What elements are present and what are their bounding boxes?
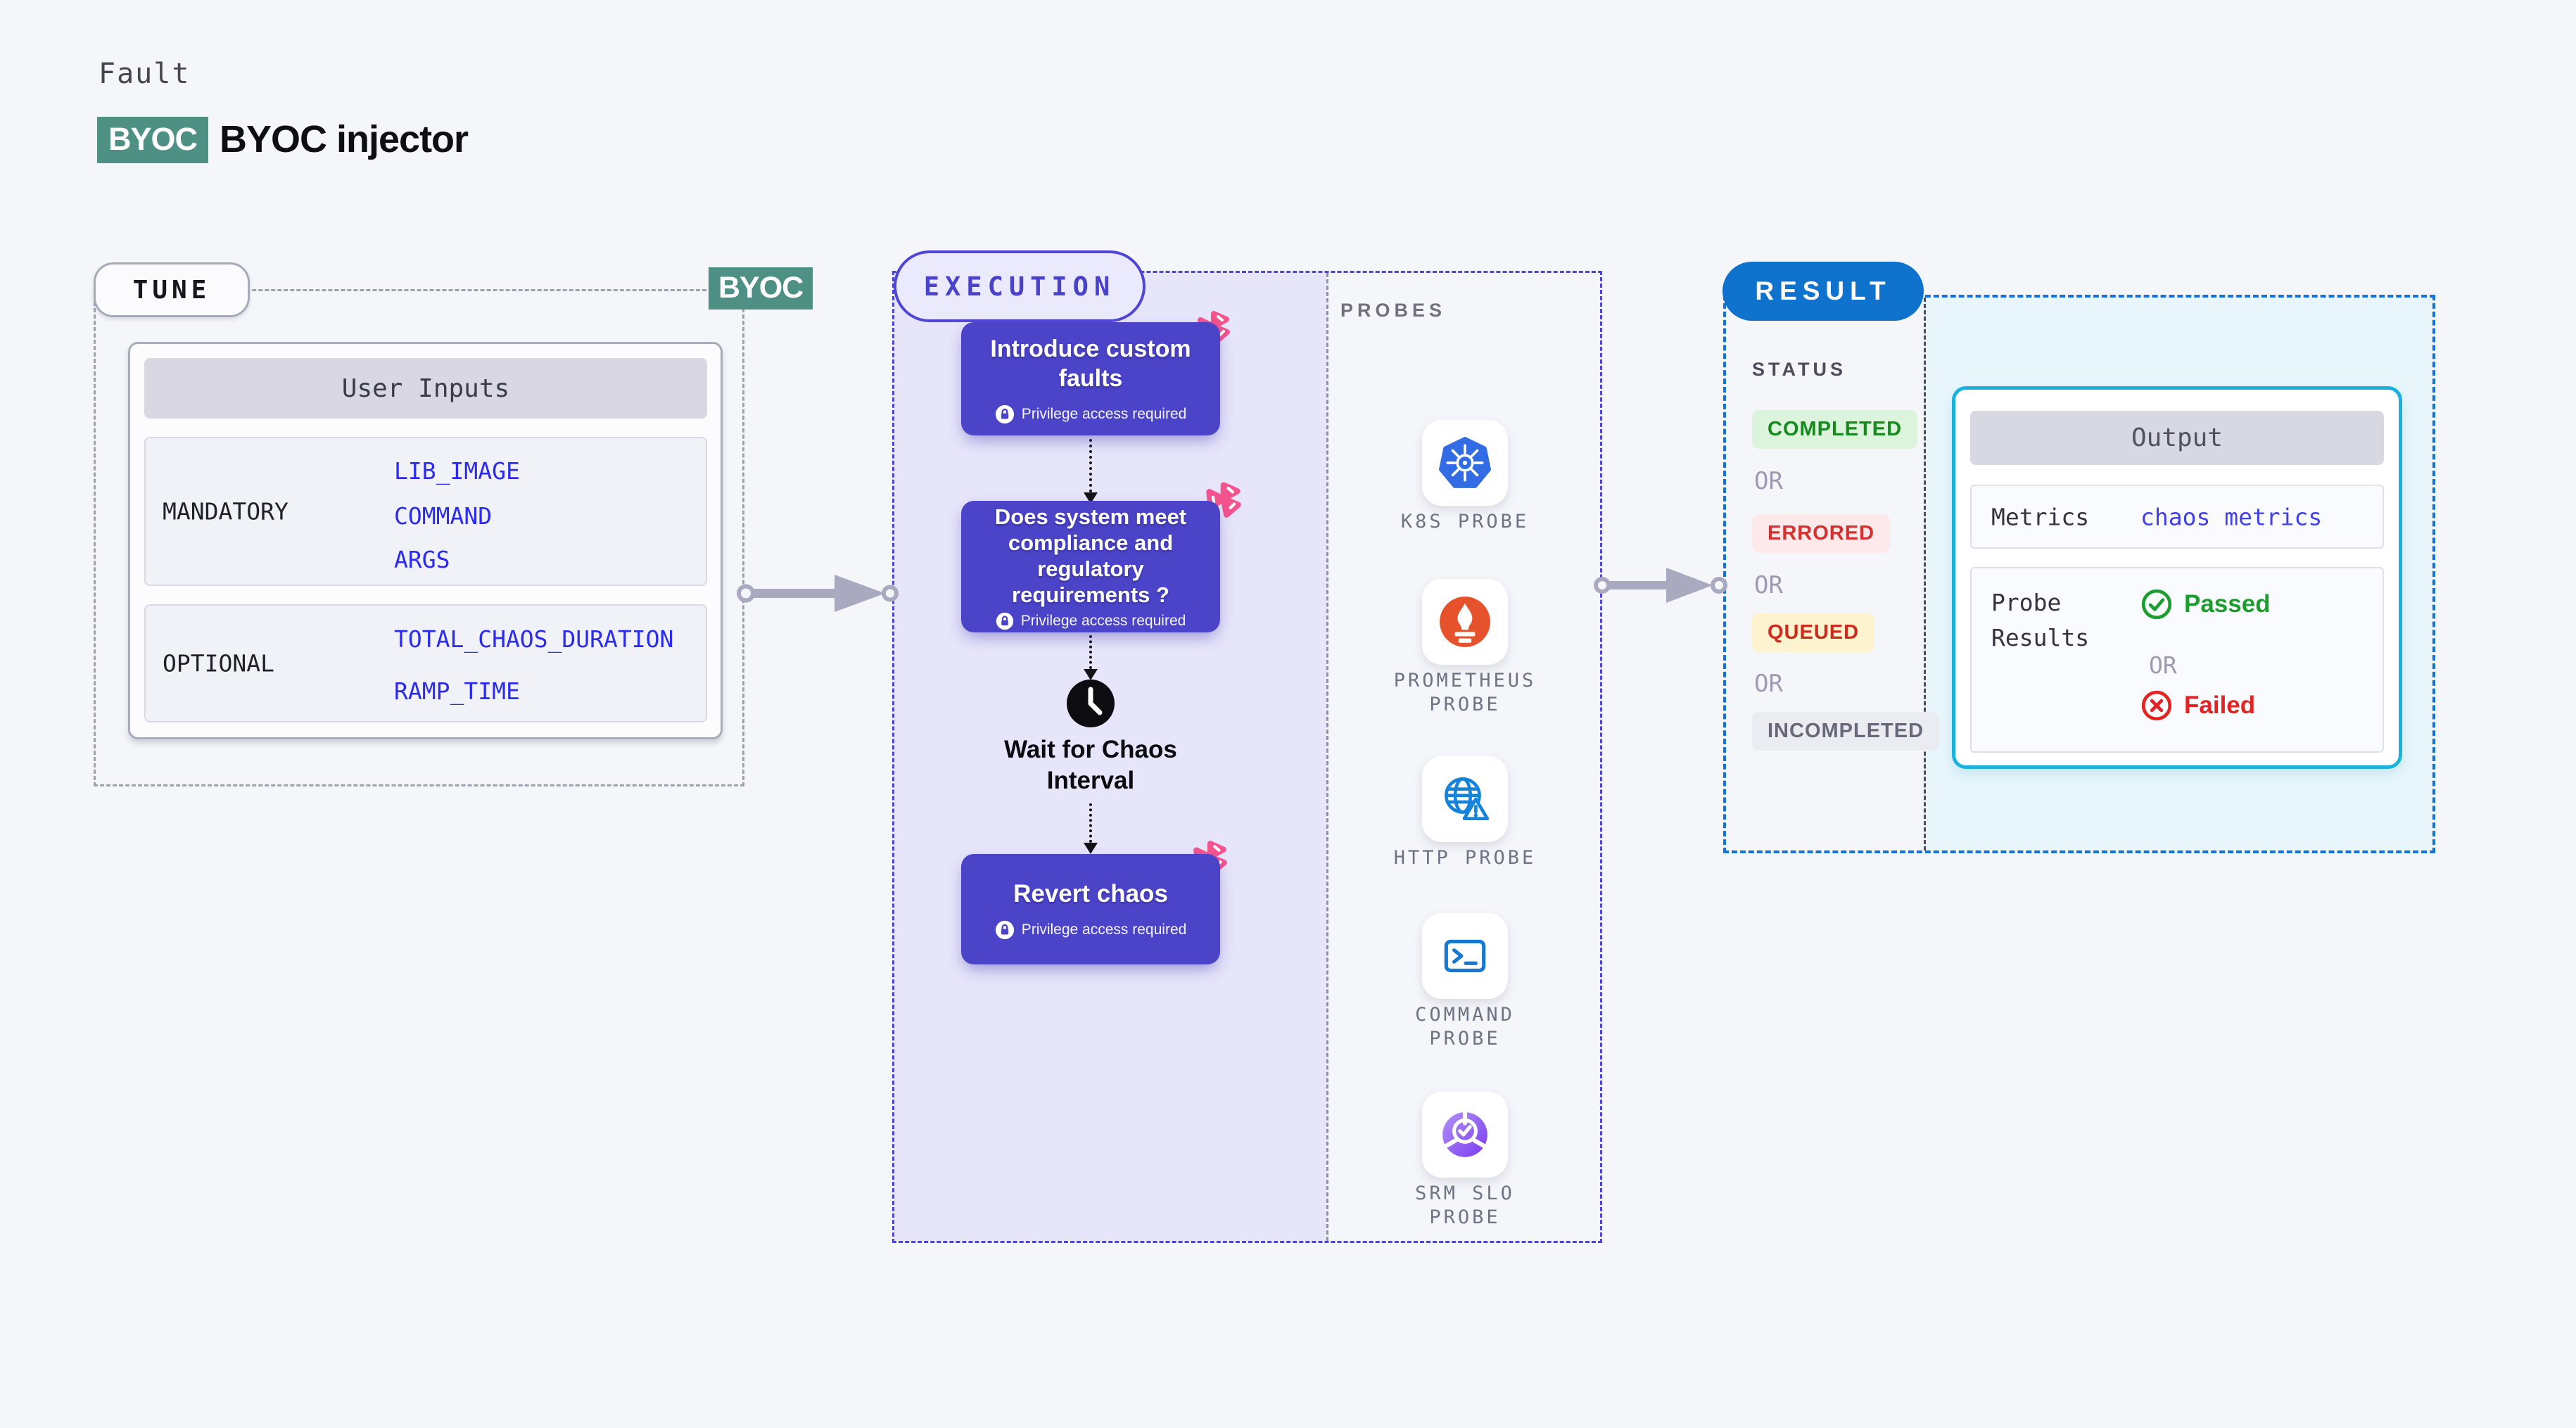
- privilege-note: Privilege access required: [996, 612, 1186, 630]
- execution-probes-divider: [1326, 273, 1328, 1241]
- flow-arrowhead-icon: [1084, 669, 1098, 680]
- metrics-label: Metrics: [1991, 503, 2090, 530]
- user-inputs-header: User Inputs: [144, 358, 707, 419]
- probe-result-passed: Passed: [2140, 588, 2271, 620]
- probe-results-row: Probe Results Passed OR Failed: [1970, 567, 2384, 753]
- flow-connector: [1089, 635, 1092, 669]
- output-card: Output Metrics chaos metrics Probe Resul…: [1952, 386, 2402, 769]
- probe-card-prometheus: [1422, 579, 1508, 665]
- privilege-note: Privilege access required: [995, 920, 1187, 940]
- arrow-tune-to-execution-icon: [737, 575, 899, 612]
- passed-label: Passed: [2184, 590, 2271, 618]
- lock-icon: [996, 612, 1013, 630]
- byoc-brand-badge: BYOC: [97, 117, 209, 163]
- probe-label-prometheus: PROMETHEUS PROBE: [1393, 670, 1537, 715]
- status-or-text: OR: [1754, 670, 1783, 698]
- check-circle-icon: [2141, 589, 2172, 620]
- terminal-icon: [1444, 939, 1486, 973]
- step-wait-for-chaos-interval: Wait for Chaos Interval: [1004, 736, 1177, 794]
- privilege-note: Privilege access required: [995, 404, 1187, 424]
- status-or-text: OR: [1754, 467, 1783, 495]
- input-command: COMMAND: [394, 502, 493, 530]
- prometheus-icon: [1440, 597, 1490, 647]
- probe-label-command: COMMAND PROBE: [1415, 1004, 1515, 1050]
- fault-eyebrow: Fault: [99, 58, 191, 90]
- input-ramp-time: RAMP_TIME: [394, 677, 520, 705]
- output-or-text: OR: [2149, 651, 2177, 679]
- privilege-note-text: Privilege access required: [1021, 405, 1187, 422]
- mandatory-row: MANDATORY LIB_IMAGE COMMAND ARGS: [144, 437, 707, 586]
- failed-label: Failed: [2184, 691, 2256, 719]
- probe-label-k8s: K8S PROBE: [1400, 511, 1530, 533]
- metrics-row: Metrics chaos metrics: [1970, 485, 2384, 549]
- result-status-divider: [1924, 298, 1926, 850]
- step-title: Revert chaos: [1013, 879, 1168, 907]
- metrics-value: chaos metrics: [2140, 503, 2323, 530]
- privilege-note-text: Privilege access required: [1021, 921, 1187, 938]
- slo-segments-check-icon: [1442, 1110, 1487, 1157]
- step-introduce-custom-faults: Introduce custom faults Privilege access…: [961, 322, 1220, 435]
- tune-section-pill: TUNE: [94, 262, 250, 317]
- status-heading: STATUS: [1752, 359, 1846, 380]
- step-compliance-check: Does system meet compliance and regulato…: [961, 501, 1220, 632]
- lock-icon: [995, 920, 1014, 939]
- probe-card-srm-slo: [1422, 1092, 1508, 1178]
- status-badge-errored: ERRORED: [1752, 514, 1891, 553]
- optional-row: OPTIONAL TOTAL_CHAOS_DURATION RAMP_TIME: [144, 604, 707, 722]
- optional-label: OPTIONAL: [163, 649, 274, 677]
- mandatory-label: MANDATORY: [163, 497, 288, 525]
- privilege-note-text: Privilege access required: [1020, 612, 1186, 629]
- status-badge-incompleted: INCOMPLETED: [1752, 712, 1940, 751]
- tune-section-frame: [94, 289, 744, 786]
- probes-heading: PROBES: [1340, 300, 1447, 321]
- probe-card-command: [1422, 913, 1508, 999]
- step-title: Introduce custom faults: [990, 335, 1191, 392]
- probe-card-http: [1422, 756, 1508, 842]
- probe-results-label: Probe Results: [1991, 589, 2090, 651]
- flow-connector: [1089, 803, 1092, 843]
- probe-card-k8s: [1422, 420, 1508, 506]
- result-section-pill: RESULT: [1722, 262, 1924, 321]
- chaos-pin-icon: [1206, 482, 1241, 518]
- lock-icon: [995, 404, 1014, 423]
- x-circle-icon: [2141, 690, 2172, 721]
- input-args: ARGS: [394, 546, 450, 573]
- globe-warning-icon: [1445, 777, 1490, 821]
- output-header: Output: [1970, 411, 2384, 465]
- status-badge-queued: QUEUED: [1752, 613, 1875, 652]
- flow-arrowhead-icon: [1084, 843, 1098, 854]
- byoc-corner-badge: BYOC: [709, 267, 813, 310]
- probe-label-srm-slo: SRM SLO PROBE: [1415, 1182, 1515, 1228]
- input-total-chaos-duration: TOTAL_CHAOS_DURATION: [394, 625, 674, 653]
- step-title: Does system meet compliance and regulato…: [994, 504, 1187, 607]
- input-lib-image: LIB_IMAGE: [394, 457, 520, 485]
- execution-section-pill: EXECUTION: [894, 250, 1146, 322]
- probe-result-failed: Failed: [2140, 689, 2255, 722]
- step-revert-chaos: Revert chaos Privilege access required: [961, 854, 1220, 964]
- probe-label-http: HTTP PROBE: [1393, 847, 1537, 869]
- status-badge-completed: COMPLETED: [1752, 410, 1918, 449]
- clock-icon: [1067, 680, 1115, 727]
- status-or-text: OR: [1754, 571, 1783, 599]
- flow-connector: [1089, 439, 1092, 492]
- arrow-execution-to-result-icon: [1594, 568, 1727, 603]
- kubernetes-icon: [1439, 437, 1491, 488]
- page-title: BYOC injector: [220, 118, 469, 160]
